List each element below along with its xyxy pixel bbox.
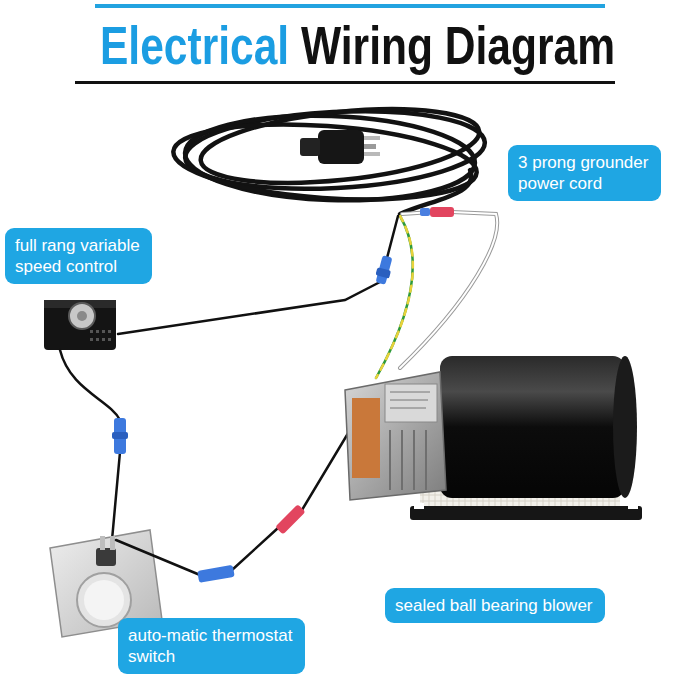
callout-label: sealed ball bearing blower xyxy=(395,595,595,616)
line-wire xyxy=(118,216,398,334)
ground-wire xyxy=(376,216,413,378)
callout-box: full rang variable speed control xyxy=(5,228,152,284)
callout-box: auto-matic thermostat switch xyxy=(118,618,305,674)
callout-label: auto-matic thermostat switch xyxy=(128,625,295,667)
wire-connector xyxy=(374,255,395,286)
wire-connector xyxy=(197,565,235,583)
switch-wire xyxy=(60,350,120,540)
callout-box: sealed ball bearing blower xyxy=(385,588,605,623)
switch-wire xyxy=(116,420,356,575)
neutral-wire xyxy=(400,212,497,368)
wire-connector xyxy=(430,207,454,217)
callout-label: full rang variable speed control xyxy=(15,235,142,277)
callout-box: 3 prong grounder power cord xyxy=(508,145,661,201)
title-rule xyxy=(95,4,605,8)
power-cord xyxy=(171,98,487,214)
plug xyxy=(300,130,380,164)
wire-connector xyxy=(275,504,305,534)
wire-connector xyxy=(420,208,430,216)
title-rule xyxy=(75,81,615,84)
blower-motor xyxy=(345,356,642,520)
wire-connector xyxy=(112,418,128,454)
speed-control xyxy=(44,300,116,350)
callout-label: 3 prong grounder power cord xyxy=(518,152,651,194)
diagram-title: Electrical Wiring Diagram xyxy=(100,14,615,76)
